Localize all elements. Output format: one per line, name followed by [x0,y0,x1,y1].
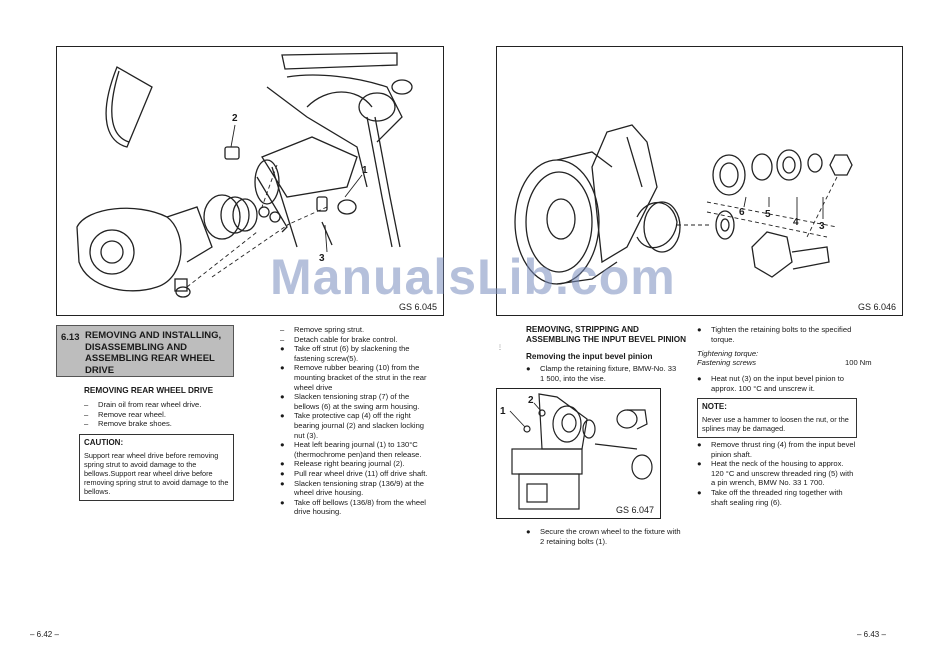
caution-text: Support rear wheel drive before removing… [84,451,229,496]
callout-1: 1 [500,406,506,417]
figure-caption: GS 6.047 [615,505,654,515]
rear-wheel-drive-illustration: 2 1 3 GS 6.045 [56,46,444,316]
torque-value: 100 Nm [845,358,872,367]
section-heading-box: 6.13 REMOVING AND INSTALLING, DISASSEMBL… [56,325,234,377]
list-item: –Remove spring strut. [280,325,365,334]
list-item: ●Heat left bearing journal (1) to 130°C … [280,440,422,459]
list-item: ●Take off strut (6) by slackening the fa… [280,344,410,363]
right-page: 6 5 4 3 GS 6.046 REMOVING, STRIPPING AND… [475,0,950,659]
list-item: ●Release right bearing journal (2). [280,459,405,469]
list-item: ●Heat the neck of the housing to approx.… [697,459,854,488]
callout-5: 5 [765,209,771,220]
list-item: ●Heat nut (3) on the input bevel pinion … [697,374,844,393]
steps-list-a: –Drain oil from rear wheel drive. –Remov… [84,400,234,429]
callout-6: 6 [739,207,745,218]
list-item: –Remove brake shoes. [84,419,172,429]
list-item: ●Take off the threaded ring together wit… [697,487,843,507]
caution-title: CAUTION: [84,438,124,447]
left-page: 2 1 3 GS 6.045 6.13 REMOVING AND INSTALL… [30,46,444,639]
inset-drawing-fixture [509,393,653,510]
callout-4: 4 [793,217,799,228]
watermark: ManualsLib.com [270,249,676,305]
section-title: REMOVING AND INSTALLING, DISASSEMBLING A… [85,330,222,376]
list-item: ●Secure the crown wheel to the fixture w… [526,527,681,546]
torque-label: Tightening torque: [697,349,759,358]
page-number-right: – 6.43 – [857,630,886,639]
steps-list-b: –Remove spring strut. –Detach cable for … [280,325,433,517]
note-box: NOTE: Never use a hammer to loosen the n… [697,398,857,438]
caution-box: CAUTION: Support rear wheel drive before… [79,434,234,501]
page-number-left: – 6.42 – [30,630,59,639]
steps-list-a: ●Clamp the retaining fixture, BMW-No. 33… [526,364,678,383]
section-heading-bevel-pinion: REMOVING, STRIPPING AND ASSEMBLING THE I… [526,325,686,344]
list-item: ●Slacken tensioning strap (136/9) at the… [280,478,425,498]
list-item: ●Pull rear wheel drive (11) off drive sh… [280,468,428,478]
callout-3: 3 [319,253,325,264]
steps-list-e: ●Remove thrust ring (4) from the input b… [697,440,857,507]
retaining-fixture-illustration: 1 2 GS 6.047 [496,388,661,519]
callout-3: 3 [819,221,825,232]
exploded-drawing-bevel-pinion [514,124,853,285]
subheading-removing-input-bevel-pinion: Removing the input bevel pinion [526,352,653,361]
list-item: –Drain oil from rear wheel drive. [84,400,202,409]
note-text: Never use a hammer to loosen the nut, or… [702,415,849,433]
margin-mark: ⋮ [497,345,503,351]
steps-list-b: ●Secure the crown wheel to the fixture w… [526,527,686,546]
section-number: 6.13 [61,332,80,343]
list-item: ●Take protective cap (4) off the right b… [280,411,425,440]
subheading-removing-rear-wheel-drive: REMOVING REAR WHEEL DRIVE [84,386,214,395]
list-item: ●Remove rubber bearing (10) from the mou… [280,363,427,392]
torque-item-label: Fastening screws [697,358,757,367]
callout-1: 1 [362,165,368,176]
list-item: ●Clamp the retaining fixture, BMW-No. 33… [526,364,677,383]
exploded-drawing-rear-drive [76,52,413,298]
steps-list-d: ●Heat nut (3) on the input bevel pinion … [697,374,857,393]
list-item: ●Slacken tensioning strap (7) of the bel… [280,392,420,411]
note-title: NOTE: [702,402,727,411]
list-item: ●Remove thrust ring (4) from the input b… [697,440,856,459]
list-item: ●Take off bellows (136/8) from the wheel… [280,497,426,517]
list-item: ●Tighten the retaining bolts to the spec… [697,325,852,344]
callout-2: 2 [232,113,238,124]
callout-2: 2 [528,395,534,406]
figure-caption: GS 6.046 [857,302,896,312]
list-item: –Detach cable for brake control. [280,334,398,344]
steps-list-c: ●Tighten the retaining bolts to the spec… [697,325,857,344]
figure-caption: GS 6.045 [398,302,437,312]
bevel-pinion-illustration: 6 5 4 3 GS 6.046 [496,46,903,316]
list-item: –Remove rear wheel. [84,409,166,419]
